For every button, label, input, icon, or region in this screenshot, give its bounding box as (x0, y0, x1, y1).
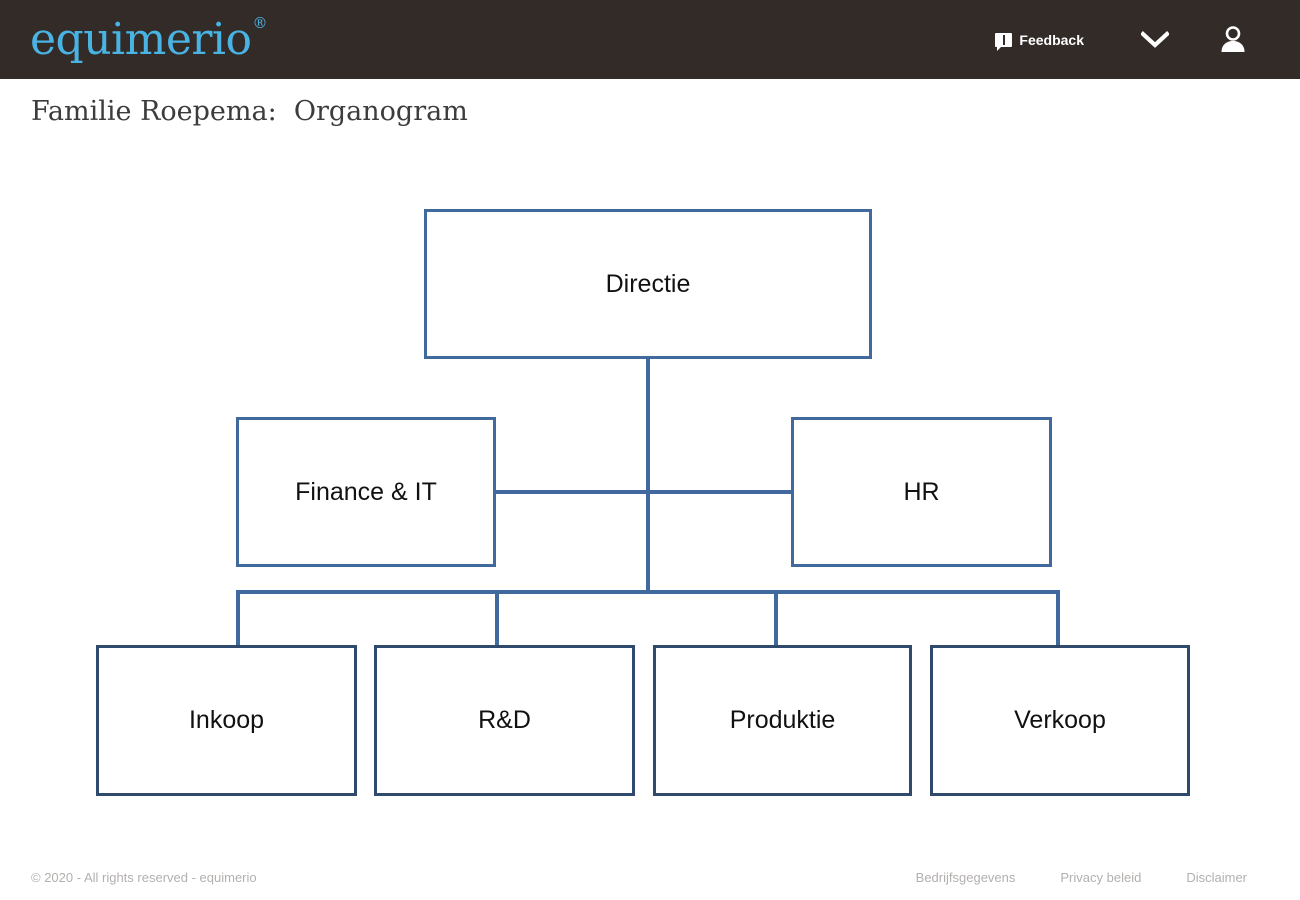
feedback-label: Feedback (1019, 31, 1084, 48)
footer-link-privacy-beleid[interactable]: Privacy beleid (1060, 870, 1142, 885)
org-node-label: Inkoop (188, 706, 265, 734)
chevron-down-icon[interactable] (1138, 23, 1172, 57)
org-node-directie[interactable]: Directie (424, 209, 872, 359)
org-node-hr[interactable]: HR (791, 417, 1052, 567)
org-node-label: R&D (478, 706, 531, 734)
org-node-label: HR (903, 477, 940, 506)
connector-drop-rd (495, 590, 499, 646)
org-node-label: Finance & IT (295, 477, 437, 506)
footer-copyright: © 2020 - All rights reserved - equimerio (31, 870, 257, 885)
org-node-finance-it[interactable]: Finance & IT (236, 417, 496, 567)
page-footer: © 2020 - All rights reserved - equimerio… (0, 855, 1300, 900)
footer-links: Bedrijfsgegevens Privacy beleid Disclaim… (916, 870, 1247, 885)
org-node-label: Verkoop (1014, 706, 1106, 734)
connector-directie-spine (646, 359, 650, 593)
feedback-button[interactable]: Feedback (987, 26, 1092, 54)
speech-bubble-alert-icon (995, 32, 1013, 51)
org-node-verkoop[interactable]: Verkoop (930, 645, 1190, 796)
org-node-produktie[interactable]: Produktie (653, 645, 912, 796)
footer-link-bedrijfsgegevens[interactable]: Bedrijfsgegevens (915, 870, 1016, 885)
org-node-label: Directie (605, 269, 691, 298)
connector-drop-inkoop (236, 590, 240, 646)
footer-link-disclaimer[interactable]: Disclaimer (1186, 870, 1247, 885)
connector-drop-verkoop (1056, 590, 1060, 646)
org-node-inkoop[interactable]: Inkoop (96, 645, 357, 796)
brand-logo-text: equimerio (30, 13, 252, 65)
connector-tier2-horizontal (496, 490, 791, 494)
connector-tier3-distribution (236, 590, 1060, 594)
connector-drop-produktie (774, 590, 778, 646)
page-title: Familie Roepema: Organogram (31, 96, 468, 127)
app-header: equimerio® Feedback (0, 0, 1300, 79)
registered-trademark-icon: ® (252, 13, 267, 32)
org-node-rd[interactable]: R&D (374, 645, 635, 796)
person-avatar-icon[interactable] (1216, 23, 1250, 57)
org-node-label: Produktie (729, 706, 836, 734)
brand-logo[interactable]: equimerio® (30, 15, 267, 62)
header-actions: Feedback (987, 0, 1300, 79)
